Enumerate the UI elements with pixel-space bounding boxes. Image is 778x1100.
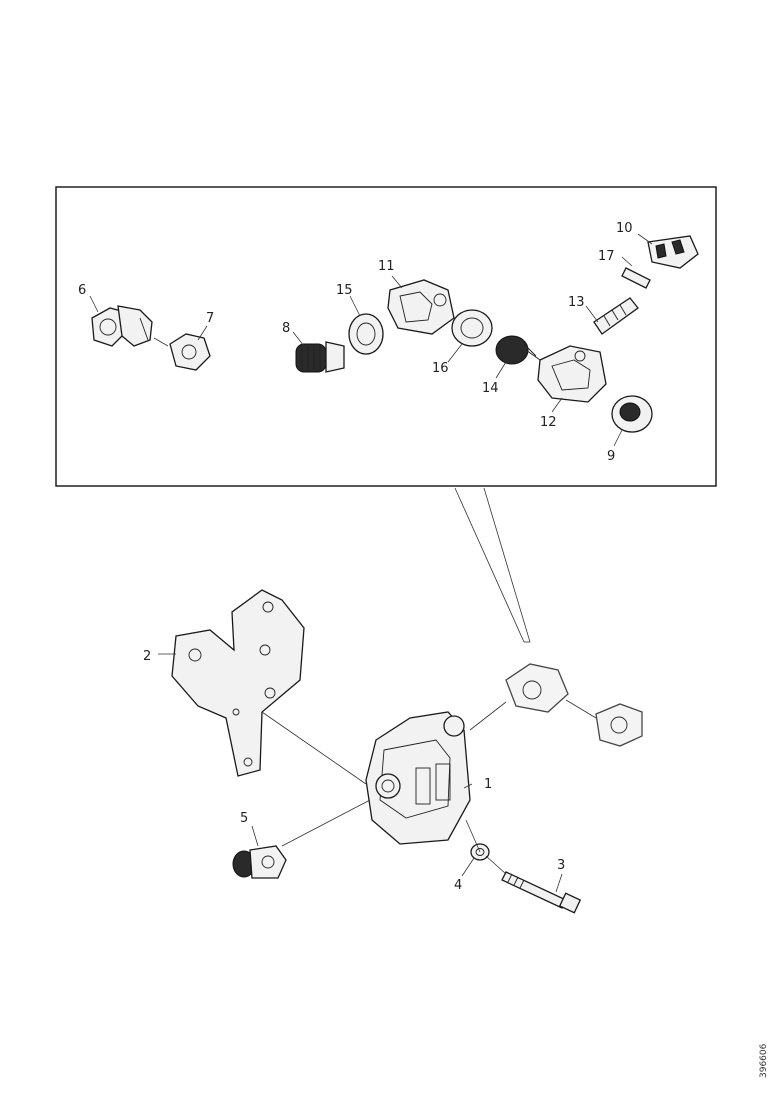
part-14-spring-plunger <box>495 335 541 365</box>
part-5-fitting <box>232 845 287 879</box>
document-id: 396606 <box>759 1043 769 1078</box>
part-11-valve-body <box>387 279 455 335</box>
part-2-bracket <box>171 589 305 777</box>
callout-3: 3 <box>557 858 565 873</box>
part-6-elbow-fitting <box>91 305 153 347</box>
callout-5: 5 <box>240 811 248 826</box>
part-8-threaded-insert <box>295 341 345 373</box>
zoom-lines <box>454 487 531 643</box>
detail-inset-frame <box>55 186 717 487</box>
part-12-block <box>537 345 607 403</box>
part-1-main-valve <box>365 711 471 845</box>
part-9-cap <box>611 395 653 433</box>
callout-15: 15 <box>336 283 353 298</box>
part-10-connector <box>647 235 699 269</box>
callout-6: 6 <box>78 283 86 298</box>
callout-2: 2 <box>143 649 151 664</box>
callout-4: 4 <box>454 878 462 893</box>
callout-11: 11 <box>378 259 395 274</box>
callout-7: 7 <box>206 311 214 326</box>
callout-10: 10 <box>616 221 633 236</box>
callout-13: 13 <box>568 295 585 310</box>
callout-16: 16 <box>432 361 449 376</box>
callout-12: 12 <box>540 415 557 430</box>
part-3-bolt <box>501 871 582 914</box>
callout-1: 1 <box>484 777 492 792</box>
part-13-threaded-shaft <box>593 297 639 335</box>
part-15-ring <box>348 313 384 355</box>
callout-leaders <box>89 233 653 893</box>
ghost-nut <box>595 703 643 747</box>
callout-8: 8 <box>282 321 290 336</box>
part-16-seal-ring <box>451 309 493 347</box>
ghost-elbow-fitting <box>505 663 569 713</box>
part-17-pin <box>621 267 651 289</box>
callout-14: 14 <box>482 381 499 396</box>
callout-17: 17 <box>598 249 615 264</box>
connection-leaders <box>261 699 597 875</box>
callout-9: 9 <box>607 449 615 464</box>
part-7-nut <box>153 333 211 371</box>
